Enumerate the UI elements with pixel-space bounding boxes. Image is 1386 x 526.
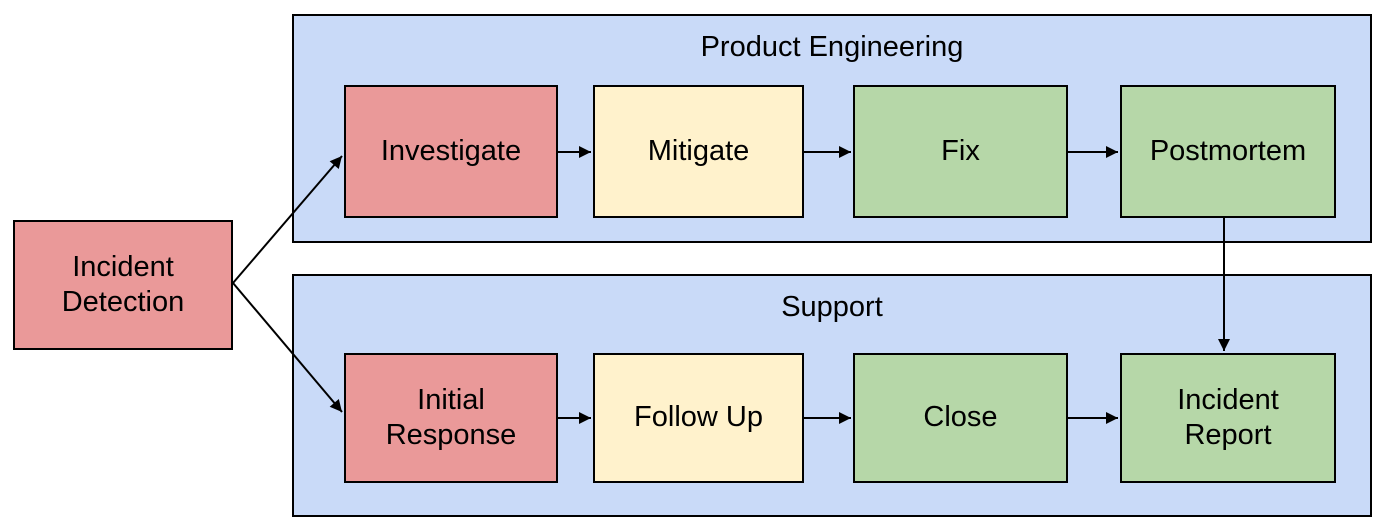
- node-incident-report: Incident Report: [1120, 353, 1336, 483]
- node-incident-report-label: Incident Report: [1177, 383, 1279, 451]
- node-close-label: Close: [923, 401, 998, 434]
- node-mitigate: Mitigate: [593, 85, 804, 218]
- node-incident-detection: Incident Detection: [13, 220, 233, 350]
- node-mitigate-label: Mitigate: [647, 134, 750, 167]
- lane-title-product-engineering: Product Engineering: [700, 31, 964, 63]
- lane-title-support: Support: [781, 291, 883, 323]
- node-incident-detection-label: Incident Detection: [61, 250, 185, 318]
- node-initial-response: Initial Response: [344, 353, 558, 483]
- node-investigate-label: Investigate: [380, 134, 522, 167]
- node-postmortem: Postmortem: [1120, 85, 1336, 218]
- node-initial-response-label: Initial Response: [385, 383, 517, 451]
- node-close: Close: [853, 353, 1068, 483]
- node-fix: Fix: [853, 85, 1068, 218]
- node-postmortem-label: Postmortem: [1149, 134, 1307, 167]
- node-fix-label: Fix: [941, 134, 980, 167]
- node-investigate: Investigate: [344, 85, 558, 218]
- node-follow-up-label: Follow Up: [634, 401, 763, 434]
- node-follow-up: Follow Up: [593, 353, 804, 483]
